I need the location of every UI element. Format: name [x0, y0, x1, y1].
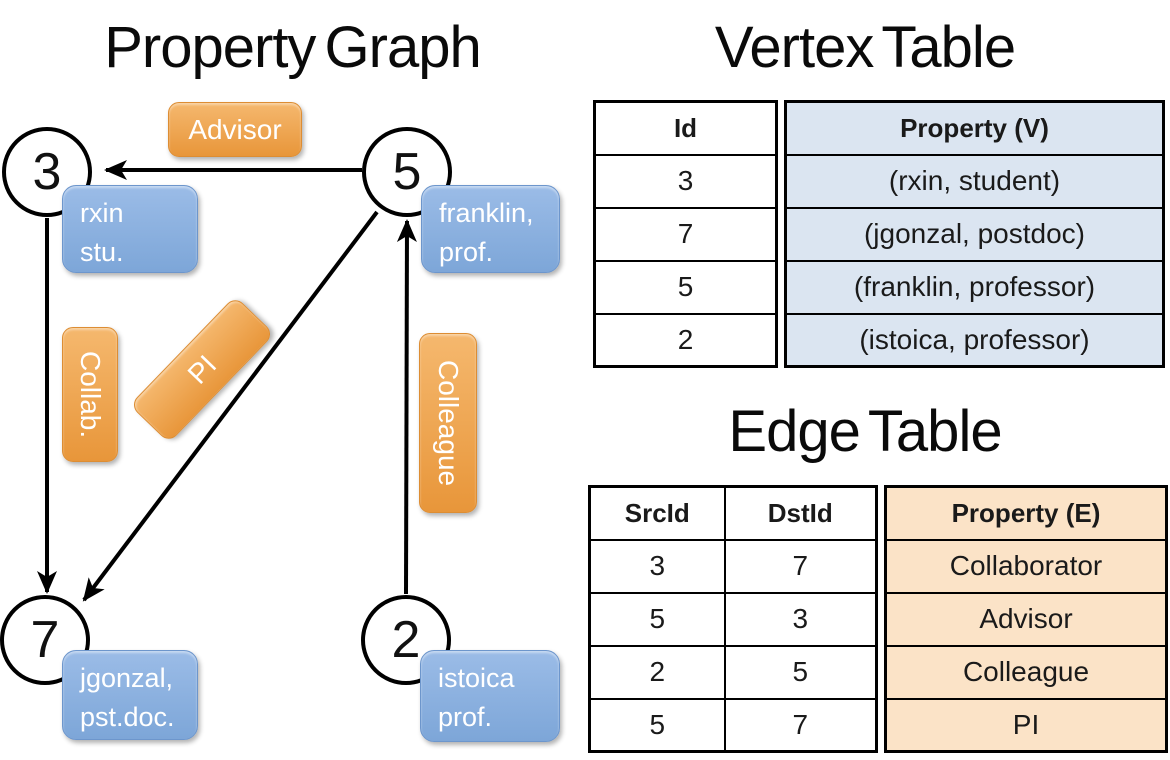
table-row: Property (V) [784, 100, 1165, 156]
edge-pi-5-to-7 [82, 210, 379, 602]
edge-table-header-dstid: DstId [723, 485, 878, 541]
vertex-property-box-jgonzal: jgonzal, pst.doc. [62, 650, 198, 740]
edge-label-colleague: Colleague [419, 333, 477, 513]
graph-edges-canvas [37, 160, 417, 602]
vertex-node-5-id: 5 [392, 143, 422, 201]
table-row: Colleague [884, 644, 1168, 700]
vertex-property-cell: (jgonzal, postdoc) [784, 206, 1165, 262]
edge-table: SrcId DstId 3 7 5 3 2 5 5 7 Property (E)… [588, 485, 1168, 753]
property-graph-title: Property Graph [104, 15, 482, 80]
table-row: Advisor [884, 591, 1168, 647]
vertex-property-franklin-line2: prof. [439, 237, 494, 268]
table-row: 7 [593, 206, 778, 262]
table-row: PI [884, 697, 1168, 753]
edge-property-cell: Collaborator [884, 538, 1168, 594]
vertex-property-cell: (rxin, student) [784, 153, 1165, 209]
vertex-node-2-id: 2 [391, 611, 421, 669]
table-row: Property (E) [884, 485, 1168, 541]
edge-table-header-srcid: SrcId [588, 485, 726, 541]
edge-property-cell: PI [884, 697, 1168, 753]
vertex-id-cell: 2 [593, 312, 778, 368]
edge-label-collaborator: Collab. [62, 327, 118, 462]
vertex-table-property-column: Property (V) (rxin, student) (jgonzal, p… [784, 100, 1165, 368]
vertex-table-header-property: Property (V) [784, 100, 1165, 156]
table-row: SrcId DstId [588, 485, 878, 541]
edge-src-cell: 5 [588, 591, 726, 647]
table-row: 2 5 [588, 644, 878, 700]
edge-table-header-property: Property (E) [884, 485, 1168, 541]
vertex-property-box-franklin: franklin, prof. [421, 185, 560, 273]
vertex-property-franklin-line1: franklin, [439, 198, 534, 228]
edge-src-cell: 5 [588, 697, 726, 753]
table-row: Collaborator [884, 538, 1168, 594]
edge-colleague-2-to-5 [396, 219, 417, 595]
table-row: 5 3 [588, 591, 878, 647]
vertex-property-cell: (istoica, professor) [784, 312, 1165, 368]
vertex-table-title: Vertex Table [714, 15, 1016, 80]
edge-dst-cell: 7 [723, 697, 878, 753]
table-row: 5 7 [588, 697, 878, 753]
table-row: (franklin, professor) [784, 259, 1165, 315]
table-row: 3 [593, 153, 778, 209]
vertex-property-istoica-line1: istoica [438, 663, 515, 693]
vertex-node-2: 2 [361, 595, 451, 685]
table-row: (jgonzal, postdoc) [784, 206, 1165, 262]
vertex-property-cell: (franklin, professor) [784, 259, 1165, 315]
vertex-property-box-rxin: rxin stu. [62, 185, 198, 273]
vertex-table-header-id: Id [593, 100, 778, 156]
vertex-node-3-id: 3 [32, 143, 62, 201]
edge-src-cell: 3 [588, 538, 726, 594]
table-row: (rxin, student) [784, 153, 1165, 209]
vertex-node-7-id: 7 [30, 611, 60, 669]
vertex-property-jgonzal-line2: pst.doc. [80, 702, 175, 733]
vertex-table-id-column: Id 3 7 5 2 [593, 100, 778, 368]
vertex-id-cell: 7 [593, 206, 778, 262]
vertex-property-jgonzal-line1: jgonzal, [80, 663, 174, 693]
edge-table-property-column: Property (E) Collaborator Advisor Collea… [884, 485, 1168, 753]
table-row: 2 [593, 312, 778, 368]
table-row: Id [593, 100, 778, 156]
edge-dst-cell: 7 [723, 538, 878, 594]
edge-dst-cell: 5 [723, 644, 878, 700]
table-row: 5 [593, 259, 778, 315]
table-row: (istoica, professor) [784, 312, 1165, 368]
edge-table-title: Edge Table [728, 399, 1002, 464]
vertex-id-cell: 3 [593, 153, 778, 209]
vertex-property-rxin-line1: rxin [80, 198, 124, 228]
vertex-table: Id 3 7 5 2 Property (V) (rxin, student) … [593, 100, 1165, 368]
edge-table-id-columns: SrcId DstId 3 7 5 3 2 5 5 7 [588, 485, 878, 753]
edge-label-advisor: Advisor [168, 102, 302, 157]
edge-property-cell: Advisor [884, 591, 1168, 647]
edge-src-cell: 2 [588, 644, 726, 700]
vertex-id-cell: 5 [593, 259, 778, 315]
table-row: 3 7 [588, 538, 878, 594]
vertex-node-5: 5 [362, 127, 452, 217]
vertex-property-rxin-line2: stu. [80, 237, 124, 268]
edge-dst-cell: 3 [723, 591, 878, 647]
vertex-property-box-istoica: istoica prof. [420, 650, 560, 742]
vertex-property-istoica-line2: prof. [438, 702, 493, 733]
edge-property-cell: Colleague [884, 644, 1168, 700]
